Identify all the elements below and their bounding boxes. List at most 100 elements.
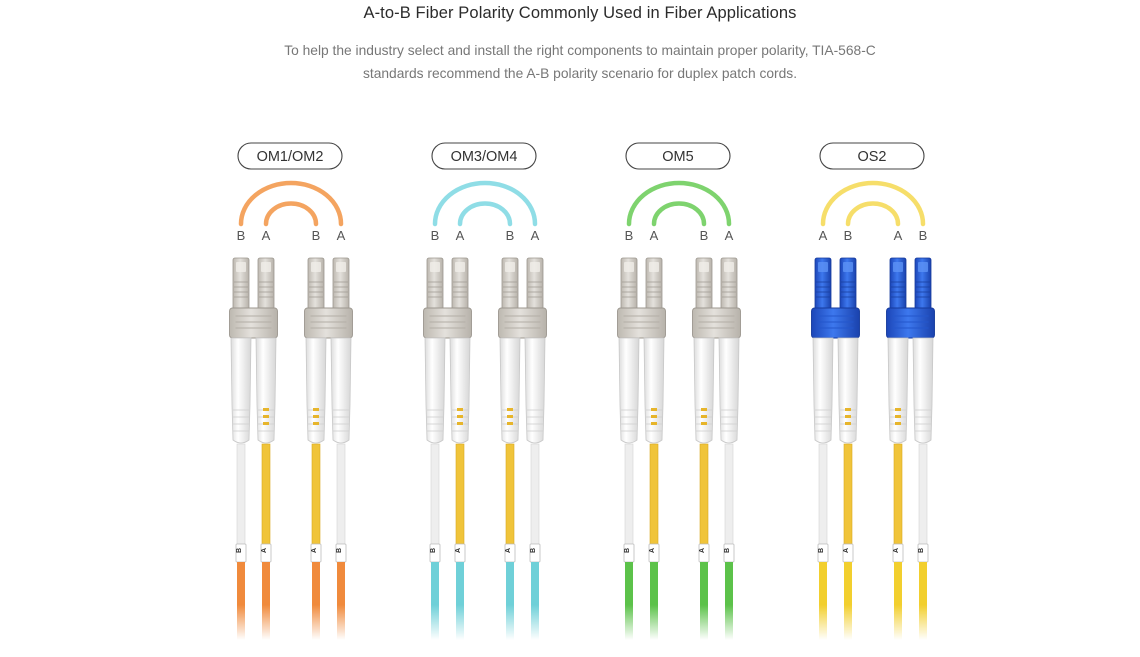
connector-boot xyxy=(524,337,546,444)
boot-core-band xyxy=(701,408,707,411)
fiber-tag-letter: B xyxy=(430,548,437,553)
connector-housing xyxy=(692,307,741,339)
plug-highlight xyxy=(843,262,853,272)
polarity-arc-outer xyxy=(626,180,732,227)
fiber-core xyxy=(893,443,903,545)
connector-boot xyxy=(330,337,352,444)
connector-boot xyxy=(449,337,471,444)
port-letter: B xyxy=(237,228,246,243)
fiber-core xyxy=(261,443,271,545)
type-pill xyxy=(819,142,925,170)
connector-housing xyxy=(498,307,547,339)
connector-boot xyxy=(837,337,859,444)
port-letter: B xyxy=(431,228,440,243)
polarity-arc-inner xyxy=(651,201,707,227)
boot-core-band xyxy=(507,422,513,425)
polarity-arc-inner xyxy=(263,201,319,227)
port-letter: A xyxy=(262,228,271,243)
page-title: A-to-B Fiber Polarity Commonly Used in F… xyxy=(363,4,797,22)
fiber-core xyxy=(336,443,346,545)
fiber-jacket xyxy=(625,562,633,640)
fiber-tag-letter: B xyxy=(818,548,825,553)
plug-highlight xyxy=(261,262,271,272)
polarity-arc-outer xyxy=(820,180,926,227)
fiber-tag-letter: A xyxy=(699,548,706,553)
connector-boot xyxy=(887,337,909,444)
plug-highlight xyxy=(918,262,928,272)
plug-highlight xyxy=(699,262,709,272)
boot-core-band xyxy=(651,422,657,425)
connector-boot xyxy=(912,337,934,444)
boot-core-band xyxy=(845,415,851,418)
fiber-tag-letter: A xyxy=(843,548,850,553)
boot-core-band xyxy=(845,408,851,411)
type-label: OM1/OM2 xyxy=(257,149,324,165)
fiber-jacket xyxy=(506,562,514,640)
fiber-jacket xyxy=(262,562,270,640)
plug-highlight xyxy=(430,262,440,272)
boot-core-band xyxy=(263,408,269,411)
fiber-tag-letter: A xyxy=(649,548,656,553)
polarity-arc-inner xyxy=(457,201,513,227)
boot-core-band xyxy=(457,415,463,418)
port-letter: B xyxy=(312,228,321,243)
type-pill xyxy=(237,142,343,170)
boot-core-band xyxy=(507,415,513,418)
connector-housing xyxy=(423,307,472,339)
boot-core-band xyxy=(895,422,901,425)
boot-core-band xyxy=(845,422,851,425)
fiber-tag-letter: B xyxy=(236,548,243,553)
fiber-core xyxy=(624,443,634,545)
type-pill xyxy=(431,142,537,170)
port-letter: A xyxy=(531,228,540,243)
polarity-arc-inner xyxy=(845,201,901,227)
boot-core-band xyxy=(701,422,707,425)
fiber-jacket xyxy=(819,562,827,640)
type-label: OM3/OM4 xyxy=(451,149,518,165)
fiber-tag-letter: B xyxy=(624,548,631,553)
port-letter: A xyxy=(725,228,734,243)
boot-core-band xyxy=(263,415,269,418)
boot-core-band xyxy=(313,408,319,411)
fiber-jacket xyxy=(844,562,852,640)
port-letter: B xyxy=(506,228,515,243)
connector-boot xyxy=(618,337,640,444)
type-label: OS2 xyxy=(857,149,886,165)
fiber-core xyxy=(918,443,928,545)
fiber-jacket xyxy=(337,562,345,640)
fiber-jacket xyxy=(700,562,708,640)
plug-highlight xyxy=(649,262,659,272)
plug-highlight xyxy=(624,262,634,272)
fiber-core xyxy=(724,443,734,545)
port-letter: B xyxy=(625,228,634,243)
fiber-tag-letter: B xyxy=(336,548,343,553)
plug-highlight xyxy=(311,262,321,272)
subtitle-line-2: standards recommend the A-B polarity sce… xyxy=(362,66,798,81)
connector-boot xyxy=(230,337,252,444)
connector-boot xyxy=(812,337,834,444)
connector-housing xyxy=(811,307,860,339)
connector-boot xyxy=(693,337,715,444)
connector-boot xyxy=(424,337,446,444)
port-letter: B xyxy=(700,228,709,243)
boot-core-band xyxy=(895,408,901,411)
fiber-core xyxy=(843,443,853,545)
port-letter: B xyxy=(919,228,928,243)
boot-core-band xyxy=(507,408,513,411)
fiber-tag-letter: A xyxy=(893,548,900,553)
boot-core-band xyxy=(457,422,463,425)
fiber-tag-letter: A xyxy=(261,548,268,553)
fiber-core xyxy=(455,443,465,545)
port-letter: A xyxy=(337,228,346,243)
boot-core-band xyxy=(895,415,901,418)
fiber-core xyxy=(311,443,321,545)
fiber-jacket xyxy=(650,562,658,640)
polarity-arc-outer xyxy=(432,180,538,227)
boot-core-band xyxy=(313,422,319,425)
connector-housing xyxy=(617,307,666,339)
